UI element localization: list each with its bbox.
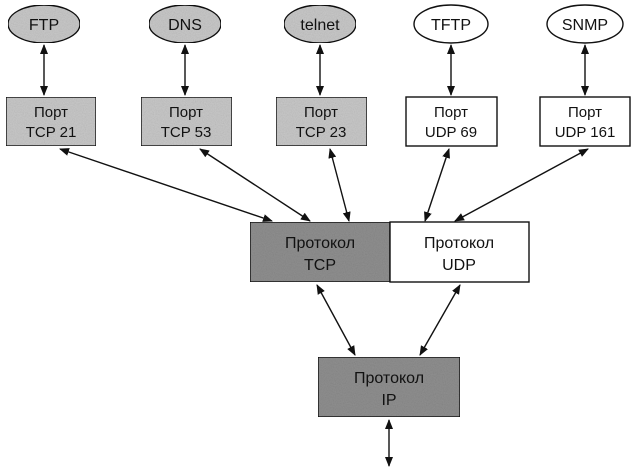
port-tcp-21-line1: Порт xyxy=(34,104,68,121)
port-udp-69: Порт UDP 69 xyxy=(405,96,498,147)
port-udp-69-line1: Порт xyxy=(434,104,468,121)
port-tcp-53-line2: TCP 53 xyxy=(161,124,212,141)
arrow-port161-udp xyxy=(454,148,589,222)
app-tftp-label: TFTP xyxy=(431,17,471,34)
port-tcp-53: Порт TCP 53 xyxy=(140,96,233,147)
port-udp-161-line1: Порт xyxy=(568,104,602,121)
connections xyxy=(40,44,589,467)
port-tcp-23-box xyxy=(275,96,368,147)
udp-box xyxy=(389,221,530,283)
udp-line1: Протокол xyxy=(424,235,494,252)
app-dns: DNS xyxy=(148,4,222,44)
tcp-line1: Протокол xyxy=(285,235,355,252)
port-tcp-53-line1: Порт xyxy=(169,104,203,121)
app-tftp: TFTP xyxy=(413,4,489,44)
app-telnet: telnet xyxy=(283,4,357,44)
arrow-tcp-ip xyxy=(316,284,356,356)
app-ftp: FTP xyxy=(7,4,81,44)
ip-line1: Протокол xyxy=(354,370,424,387)
app-snmp: SNMP xyxy=(546,4,624,44)
port-tcp-23-line2: TCP 23 xyxy=(296,124,347,141)
tcp-box xyxy=(249,221,391,283)
app-snmp-label: SNMP xyxy=(562,17,608,34)
port-tcp-23-line1: Порт xyxy=(304,104,338,121)
app-ftp-label: FTP xyxy=(29,17,59,34)
port-tcp-21-line2: TCP 21 xyxy=(26,124,77,141)
ip-line2: IP xyxy=(381,392,396,409)
port-udp-161-box xyxy=(539,96,631,147)
app-telnet-label: telnet xyxy=(300,17,340,34)
port-udp-161: Порт UDP 161 xyxy=(539,96,631,147)
ip-box xyxy=(317,356,461,418)
arrow-port23-tcp xyxy=(328,148,351,222)
port-tcp-21-box xyxy=(5,96,97,147)
app-snmp-shape xyxy=(546,4,624,44)
transport-layer: Протокол TCP Протокол UDP xyxy=(249,221,530,283)
port-udp-69-line2: UDP 69 xyxy=(425,124,477,141)
arrow-port53-tcp xyxy=(199,148,311,222)
port-tcp-21: Порт TCP 21 xyxy=(5,96,97,147)
app-tftp-shape xyxy=(413,4,489,44)
port-tcp-53-box xyxy=(140,96,233,147)
app-telnet-shape xyxy=(283,4,357,44)
app-dns-label: DNS xyxy=(168,17,202,34)
network-layer: Протокол IP xyxy=(317,356,461,418)
port-udp-161-line2: UDP 161 xyxy=(555,124,616,141)
arrow-port69-udp xyxy=(424,148,450,222)
udp-line2: UDP xyxy=(442,257,476,274)
tcp-line2: TCP xyxy=(304,257,336,274)
app-dns-shape xyxy=(148,4,222,44)
arrow-udp-ip xyxy=(419,284,461,356)
app-ftp-shape xyxy=(7,4,81,44)
port-tcp-23: Порт TCP 23 xyxy=(275,96,368,147)
arrow-port21-tcp xyxy=(59,148,273,222)
port-udp-69-box xyxy=(405,96,498,147)
